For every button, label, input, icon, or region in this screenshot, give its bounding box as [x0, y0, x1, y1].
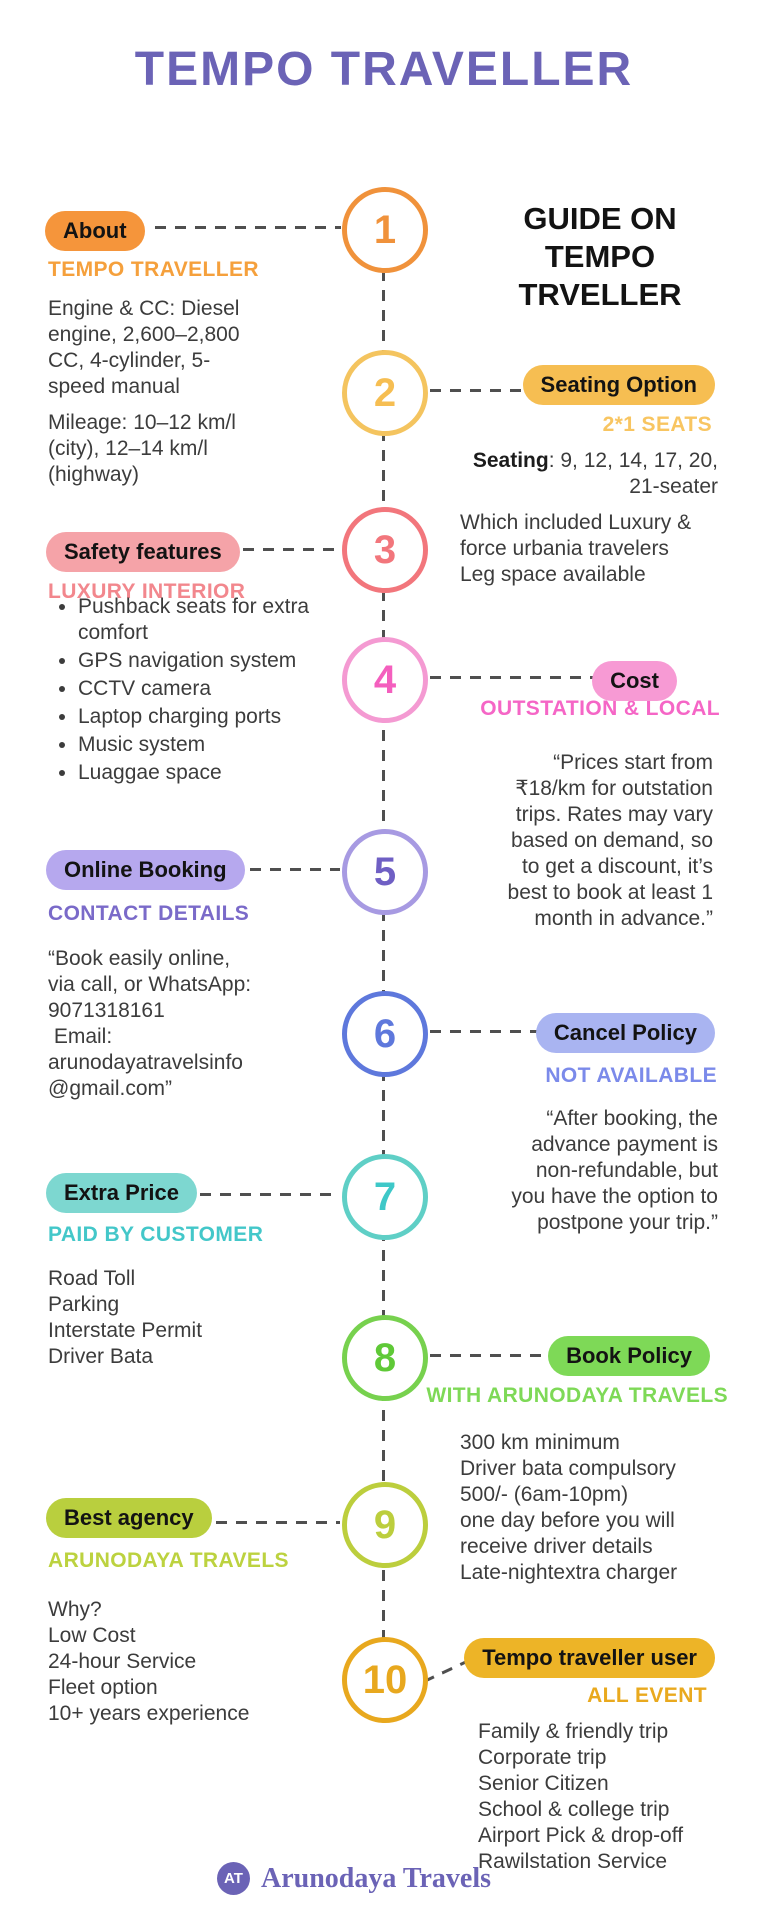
- topic-badge-seating-option: Seating Option: [522, 365, 715, 405]
- step-circle-3: 3: [342, 507, 428, 593]
- section-quote: “Prices start from ₹18/km for outstation…: [507, 751, 713, 930]
- bullet-item: GPS navigation system: [78, 648, 328, 674]
- step-number: 6: [373, 1011, 397, 1056]
- section-subheading: ARUNODAYA TRAVELS: [48, 1549, 289, 1572]
- step-circle-7: 7: [342, 1154, 428, 1240]
- step-circle-8: 8: [342, 1315, 428, 1401]
- step-number: 5: [373, 849, 397, 894]
- section-quote: “After booking, the advance payment is n…: [511, 1107, 718, 1234]
- guide-heading: GUIDE ON TEMPO TRVELLER: [518, 201, 682, 312]
- section-subheading: ALL EVENT: [587, 1684, 707, 1707]
- seating-label: Seating: [472, 449, 549, 472]
- connector-line: [216, 1521, 340, 1524]
- step-number: 1: [373, 207, 397, 252]
- bullet-list: Pushback seats for extra comfortGPS navi…: [52, 594, 328, 788]
- step-circle-2: 2: [342, 350, 428, 436]
- section-subheading: WITH ARUNODAYA TRAVELS: [426, 1384, 728, 1407]
- topic-badge-safety-features: Safety features: [46, 532, 240, 572]
- topic-badge-about: About: [45, 211, 145, 251]
- bullet-item: Laptop charging ports: [78, 704, 328, 730]
- connector-line: [430, 1030, 544, 1033]
- section-subheading: TEMPO TRAVELLER: [48, 258, 259, 281]
- connector-line: [200, 1193, 340, 1196]
- topic-badge-extra-price: Extra Price: [46, 1173, 197, 1213]
- topic-badge-book-policy: Book Policy: [548, 1336, 710, 1376]
- topic-badge-cancel-policy: Cancel Policy: [535, 1013, 715, 1053]
- section-subheading: NOT AVAILABLE: [545, 1064, 717, 1087]
- section-subheading: LUXURY INTERIOR: [48, 580, 246, 603]
- topic-badge-cost: Cost: [592, 661, 677, 701]
- section-subheading: 2*1 SEATS: [602, 413, 712, 436]
- bullet-item: Luaggae space: [78, 760, 328, 786]
- step-number: 10: [362, 1657, 408, 1702]
- connector-line: [250, 868, 340, 871]
- section-body: Family & friendly trip Corporate trip Se…: [478, 1720, 684, 1873]
- step-circle-5: 5: [342, 829, 428, 915]
- step-number: 3: [373, 527, 397, 572]
- connector-line: [243, 548, 340, 551]
- step-number: 4: [373, 657, 397, 702]
- section-body: Mileage: 10–12 km/l (city), 12–14 km/l (…: [48, 411, 236, 486]
- step-circle-6: 6: [342, 991, 428, 1077]
- bullet-item: Pushback seats for extra comfort: [78, 594, 328, 646]
- footer: AT Arunodaya Travels: [0, 1862, 738, 1895]
- connector-line: [155, 226, 341, 229]
- section-body: Which included Luxury & force urbania tr…: [460, 511, 692, 586]
- section-body: 300 km minimum Driver bata compulsory 50…: [460, 1431, 678, 1584]
- step-circle-4: 4: [342, 637, 428, 723]
- section-subheading: OUTSTATION & LOCAL: [480, 697, 720, 720]
- seating-values: : 9, 12, 14, 17, 20, 21-seater: [548, 449, 718, 498]
- step-number: 2: [373, 370, 397, 415]
- step-circle-10: 10: [342, 1637, 428, 1723]
- step-circle-9: 9: [342, 1482, 428, 1568]
- connector-line: [430, 676, 608, 679]
- section-quote: “Book easily online, via call, or WhatsA…: [48, 947, 252, 1100]
- timeline-line: [382, 230, 385, 1680]
- section-body: Road Toll Parking Interstate Permit Driv…: [48, 1267, 203, 1368]
- connector-line: [430, 389, 536, 392]
- step-number: 7: [373, 1174, 397, 1219]
- page-title: TEMPO TRAVELLER: [134, 43, 634, 96]
- step-number: 9: [373, 1502, 397, 1547]
- section-body: Seating: 9, 12, 14, 17, 20, 21-seater: [418, 448, 718, 500]
- bullet-item: CCTV camera: [78, 676, 328, 702]
- brand-name: Arunodaya Travels: [261, 1862, 491, 1894]
- step-circle-1: 1: [342, 187, 428, 273]
- section-subheading: CONTACT DETAILS: [48, 902, 250, 925]
- section-body: Engine & CC: Diesel engine, 2,600–2,800 …: [48, 297, 240, 398]
- brand-logo: AT: [217, 1862, 250, 1895]
- section-subheading: PAID BY CUSTOMER: [48, 1223, 264, 1246]
- topic-badge-tempo-traveller-user: Tempo traveller user: [464, 1638, 715, 1678]
- connector-line: [430, 1354, 568, 1357]
- topic-badge-best-agency: Best agency: [46, 1498, 212, 1538]
- section-body: Why? Low Cost 24-hour Service Fleet opti…: [48, 1598, 250, 1725]
- topic-badge-online-booking: Online Booking: [46, 850, 245, 890]
- bullet-item: Music system: [78, 732, 328, 758]
- step-number: 8: [373, 1335, 397, 1380]
